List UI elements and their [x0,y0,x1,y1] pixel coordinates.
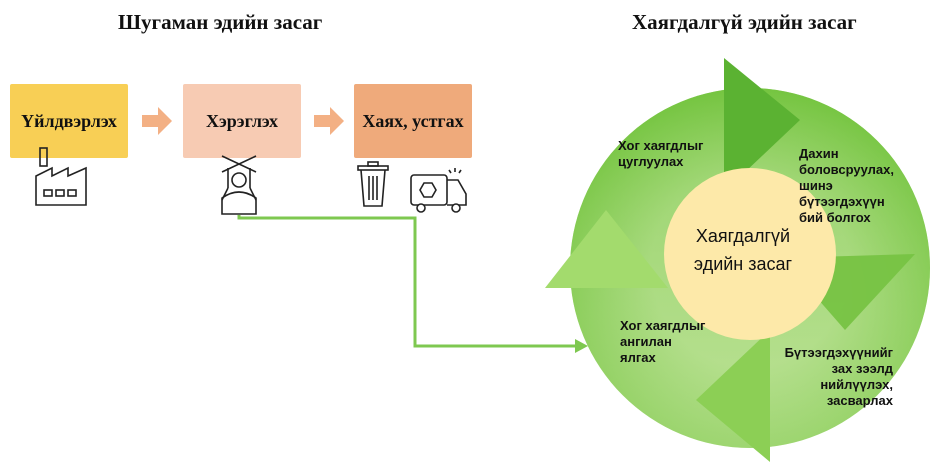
stage-sort-label: Хог хаягдлыг ангилан ялгах [620,318,706,365]
center-label-line1: Хаягдалгүй [692,226,794,246]
step-produce-box: Үйлдвэрлэх [10,84,128,158]
step-consume-box: Хэрэглэх [183,84,301,158]
step-dispose-box: Хаях, устгах [354,84,472,158]
step-produce-label: Үйлдвэрлэх [21,110,117,131]
center-label: Хаягдалгүй эдийн засаг [668,222,818,278]
consumer-puppet-icon [221,155,257,215]
center-label-line2: эдийн засаг [693,254,793,274]
ring-arrow-left-icon [545,210,668,288]
flow-arrow-icon [314,107,344,135]
flow-arrow-icon [142,107,172,135]
trash-can-icon [357,161,389,207]
stage-repair-label: Бүтээгдэхүүнийг зах зээлд нийлүүлэх, зас… [784,345,893,408]
stage-collect-label: Хог хаягдлыг цуглуулах [618,138,704,169]
circular-economy-title: Хаягдалгүй эдийн засаг [632,10,857,34]
step-dispose-label: Хаях, устгах [362,110,464,131]
linear-economy-title: Шугаман эдийн засаг [118,10,323,34]
center-circle [664,168,836,340]
step-consume-label: Хэрэглэх [206,110,278,131]
ring-arrow-bottom-icon [696,330,770,462]
stage-recycle-label: Дахин боловсруулах, шинэ бүтээгдэхүүн би… [799,146,894,225]
factory-icon [35,147,87,206]
garbage-truck-icon [410,168,467,213]
ring-arrow-top-icon [724,58,800,192]
connector-arrow [237,215,588,353]
